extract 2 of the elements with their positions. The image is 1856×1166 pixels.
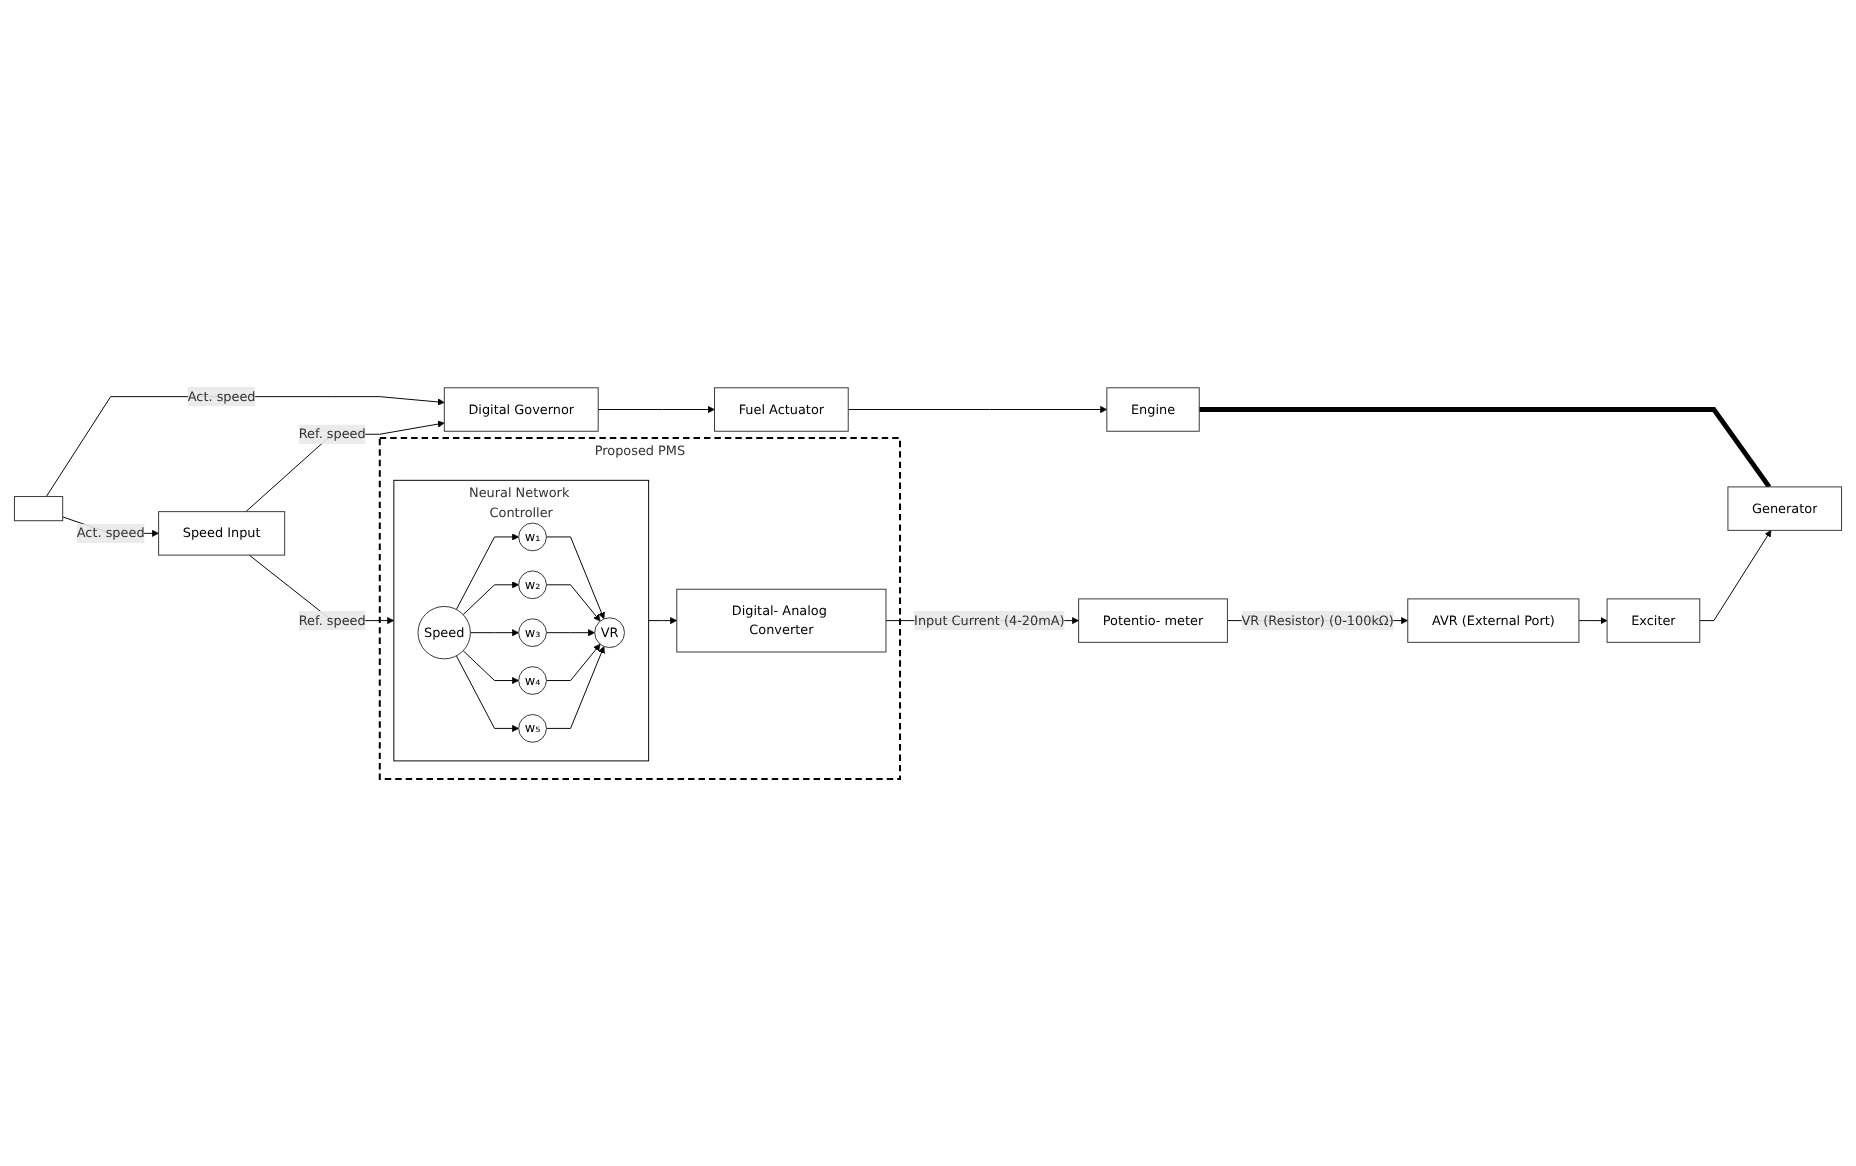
connector bbox=[1199, 407, 1772, 489]
node-box bbox=[13, 496, 64, 522]
